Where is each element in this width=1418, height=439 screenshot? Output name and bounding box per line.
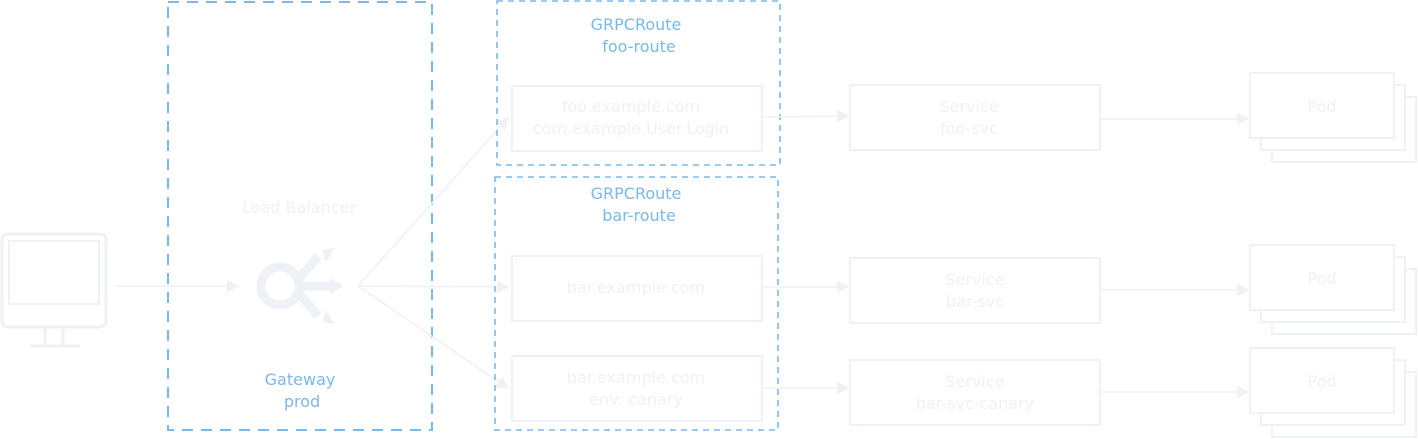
lb-to-canary-arrow [357,285,510,389]
canary-pod-stack: Pod [1249,347,1417,438]
foo-route-name: foo-route [602,37,676,56]
bar-match-box [511,255,763,322]
bar-pod-label: Pod [1307,269,1336,288]
bar-route-kind: GRPCRoute [591,184,682,203]
computer-monitor-icon [0,232,108,348]
load-balancer-icon [256,248,344,324]
bar-route-box [494,176,779,431]
canary-service-name: bar-svc-canary [916,394,1034,413]
canary-service-box [849,359,1101,426]
bar-match-host: bar.example.com [567,278,705,297]
foo-match-host: foo.example.com [562,97,700,116]
foo-to-service-arrow [761,109,850,123]
foo-route-kind: GRPCRoute [591,15,682,34]
foo-pod-stack: Pod [1249,72,1417,163]
canary-service-kind: Service [945,372,1004,391]
canary-pod-label: Pod [1307,372,1336,391]
lb-to-foo-arrow [357,116,510,287]
bar-service-name: bar-svc [946,292,1004,311]
foo-service-kind: Service [939,97,998,116]
gateway-box [167,1,433,431]
bar-route-name: bar-route [602,206,676,225]
foo-service-box [849,84,1101,151]
bar-service-kind: Service [945,270,1004,289]
foo-service-name: foo-svc [940,119,998,138]
foo-match-method: com.example.User.Login [533,119,729,138]
bar-service-box [849,257,1101,324]
load-balancer-label: Load Balancer [242,198,356,217]
canary-match-box [511,355,763,422]
foo-match-box [511,85,763,152]
gateway-name: prod [284,392,320,411]
canary-match-header: env: canary [589,390,683,409]
foo-route-box [496,0,781,166]
canary-match-host: bar.example.com [567,368,705,387]
foo-pod-label: Pod [1307,97,1336,116]
gateway-title: Gateway [265,370,336,389]
bar-pod-stack: Pod [1249,244,1417,335]
lb-to-bar-arrow [357,280,510,294]
